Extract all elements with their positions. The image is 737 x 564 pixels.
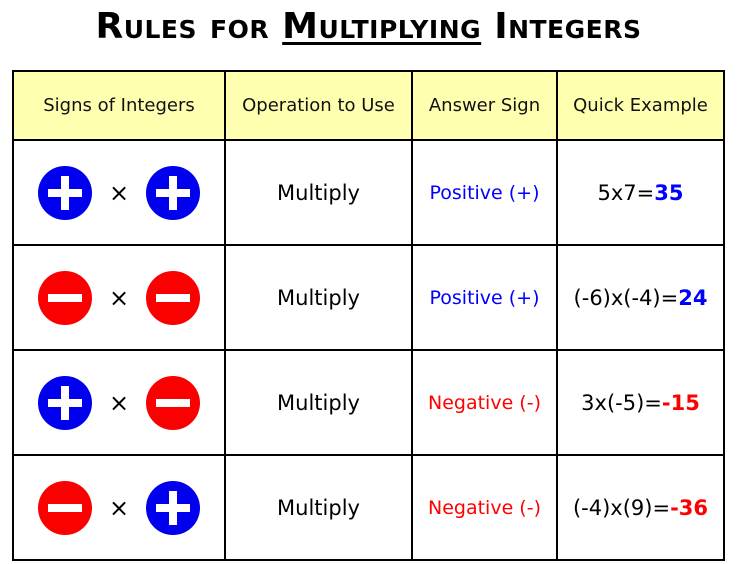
title-part-before: Rules for xyxy=(95,6,283,47)
example-cell: (-4)x(9)=-36 xyxy=(556,454,725,561)
operation-cell: Multiply xyxy=(224,349,413,456)
example-cell: 3x(-5)=-15 xyxy=(556,349,725,456)
title-text: Rules for Multiplying Integers xyxy=(95,4,641,50)
sign-pair: × xyxy=(14,480,224,535)
minus-circle-icon xyxy=(37,270,92,325)
column-header-operation: Operation to Use xyxy=(224,70,413,141)
example-answer: 24 xyxy=(678,285,708,310)
example-text: 3x(-5)=-15 xyxy=(581,391,700,415)
title-part-underlined: Multiplying xyxy=(282,6,482,47)
example-expression: (-6)x(-4)= xyxy=(573,285,679,310)
operation-cell: Multiply xyxy=(224,244,413,351)
title-part-after: Integers xyxy=(481,6,642,47)
plus-bar-vertical xyxy=(169,175,178,210)
example-answer: 35 xyxy=(654,180,684,205)
plus-circle-icon xyxy=(146,165,201,220)
multiplication-operator-icon: × xyxy=(108,283,130,312)
column-header-answer-sign: Answer Sign xyxy=(411,70,558,141)
plus-bar-vertical xyxy=(60,175,69,210)
table-row: × Multiply Negative (-) (-4)x(9)=-36 xyxy=(12,454,725,561)
answer-sign-cell: Negative (-) xyxy=(411,454,558,561)
minus-circle-icon xyxy=(146,375,201,430)
example-cell: (-6)x(-4)=24 xyxy=(556,244,725,351)
operation-label: Multiply xyxy=(277,180,360,205)
example-text: 5x7=35 xyxy=(598,181,684,205)
answer-sign-label: Positive (+) xyxy=(429,181,540,204)
sign-pair: × xyxy=(14,270,224,325)
signs-cell: × xyxy=(12,349,226,456)
example-text: (-6)x(-4)=24 xyxy=(574,286,708,310)
plus-circle-icon xyxy=(37,375,92,430)
operation-label: Multiply xyxy=(277,285,360,310)
answer-sign-cell: Negative (-) xyxy=(411,349,558,456)
example-cell: 5x7=35 xyxy=(556,139,725,246)
answer-sign-label: Positive (+) xyxy=(429,286,540,309)
example-expression: 3x(-5)= xyxy=(581,390,662,415)
operation-label: Multiply xyxy=(277,390,360,415)
table-row: × Multiply Positive (+) (-6)x(-4)=24 xyxy=(12,244,725,351)
minus-circle-icon xyxy=(146,270,201,325)
signs-cell: × xyxy=(12,244,226,351)
answer-sign-label: Negative (-) xyxy=(428,496,541,519)
multiplication-operator-icon: × xyxy=(108,178,130,207)
rules-table: Signs of Integers Operation to Use Answe… xyxy=(12,70,725,561)
operation-cell: Multiply xyxy=(224,139,413,246)
example-expression: (-4)x(9)= xyxy=(572,495,671,520)
operation-cell: Multiply xyxy=(224,454,413,561)
minus-bar-horizontal xyxy=(156,398,191,407)
table-row: × Multiply Negative (-) 3x(-5)=-15 xyxy=(12,349,725,456)
answer-sign-label: Negative (-) xyxy=(428,391,541,414)
multiplication-operator-icon: × xyxy=(108,388,130,417)
table-row: × Multiply Positive (+) 5x7=35 xyxy=(12,139,725,246)
signs-cell: × xyxy=(12,454,226,561)
sign-pair: × xyxy=(14,375,224,430)
example-expression: 5x7= xyxy=(597,180,655,205)
column-header-signs: Signs of Integers xyxy=(12,70,226,141)
plus-bar-vertical xyxy=(60,385,69,420)
plus-circle-icon xyxy=(37,165,92,220)
example-answer: -15 xyxy=(661,390,700,415)
plus-bar-vertical xyxy=(169,490,178,525)
signs-cell: × xyxy=(12,139,226,246)
answer-sign-cell: Positive (+) xyxy=(411,244,558,351)
column-header-quick-example: Quick Example xyxy=(556,70,725,141)
minus-bar-horizontal xyxy=(156,293,191,302)
answer-sign-cell: Positive (+) xyxy=(411,139,558,246)
example-answer: -36 xyxy=(670,495,709,520)
minus-circle-icon xyxy=(37,480,92,535)
example-text: (-4)x(9)=-36 xyxy=(573,496,708,520)
minus-bar-horizontal xyxy=(47,293,82,302)
minus-bar-horizontal xyxy=(47,503,82,512)
multiplication-operator-icon: × xyxy=(108,493,130,522)
sign-pair: × xyxy=(14,165,224,220)
plus-circle-icon xyxy=(146,480,201,535)
page-title: Rules for Multiplying Integers xyxy=(0,4,737,50)
table-header-row: Signs of Integers Operation to Use Answe… xyxy=(12,70,725,141)
operation-label: Multiply xyxy=(277,495,360,520)
